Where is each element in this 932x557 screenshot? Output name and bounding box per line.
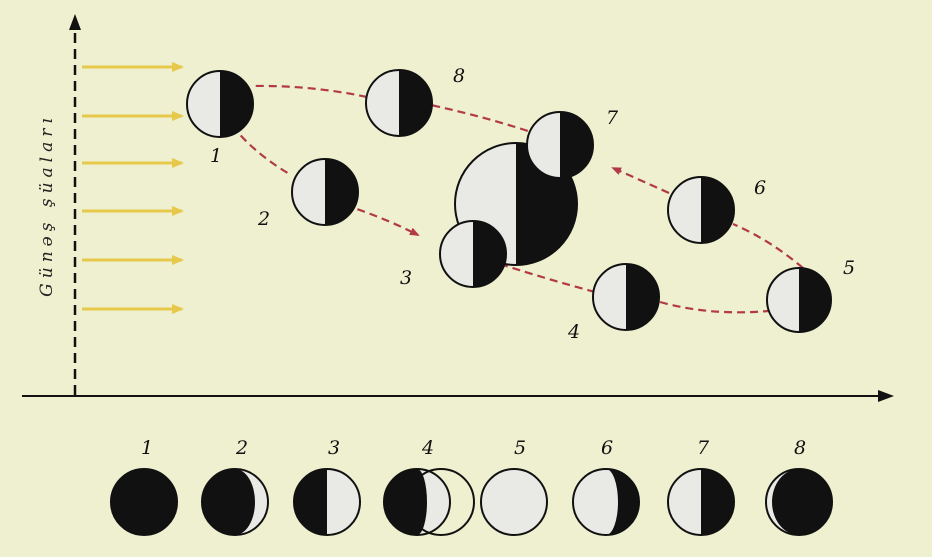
phase-label-6: 6 — [601, 437, 613, 459]
orbit-segment — [500, 264, 595, 292]
orbit-label-6: 6 — [754, 177, 766, 199]
orbit-segment — [660, 302, 768, 312]
phase-waning-gibbous — [573, 469, 639, 535]
orbit-label-8: 8 — [453, 65, 465, 87]
orbit-moon-6 — [668, 177, 734, 243]
orbit-moon-4 — [593, 264, 659, 330]
phase-label-4: 4 — [421, 437, 434, 459]
phase-first-quarter — [294, 469, 360, 535]
phase-label-3: 3 — [328, 437, 340, 459]
orbit-segment — [613, 168, 669, 193]
orbit-moon-3 — [440, 221, 506, 287]
sun-rays — [82, 67, 182, 309]
phase-full-moon — [481, 469, 547, 535]
phase-label-7: 7 — [697, 437, 710, 459]
orbit-moon-8 — [366, 70, 432, 136]
orbit-moon-5 — [767, 268, 831, 332]
phase-label-1: 1 — [141, 437, 153, 459]
orbit-label-3: 3 — [400, 267, 412, 289]
horizontal-axis-arrowhead — [878, 390, 894, 402]
phase-waxing-gibbous — [384, 469, 474, 535]
orbit-segment — [431, 105, 540, 135]
orbit-label-4: 4 — [567, 321, 580, 343]
phase-waxing-crescent — [202, 469, 268, 535]
phase-label-2: 2 — [235, 437, 248, 459]
phase-label-8: 8 — [794, 437, 806, 459]
phase-label-5: 5 — [514, 437, 526, 459]
orbit-label-2: 2 — [257, 208, 270, 230]
phase-waning-crescent — [766, 469, 832, 535]
orbit-moon-2 — [292, 159, 358, 225]
orbit-moon-1 — [187, 71, 253, 137]
phase-new-moon — [111, 469, 177, 535]
orbit-label-1: 1 — [210, 145, 222, 167]
orbit-label-5: 5 — [843, 257, 855, 279]
orbit-segment — [252, 86, 367, 97]
orbit-label-7: 7 — [606, 107, 619, 129]
phase-last-quarter — [668, 469, 734, 535]
orbit-segment — [733, 224, 803, 268]
axis-label-sun-rays: Günəş şüaları — [37, 113, 57, 297]
vertical-axis-arrowhead — [69, 14, 81, 30]
orbit-segment — [345, 205, 418, 235]
orbit-moon-7 — [527, 112, 593, 178]
